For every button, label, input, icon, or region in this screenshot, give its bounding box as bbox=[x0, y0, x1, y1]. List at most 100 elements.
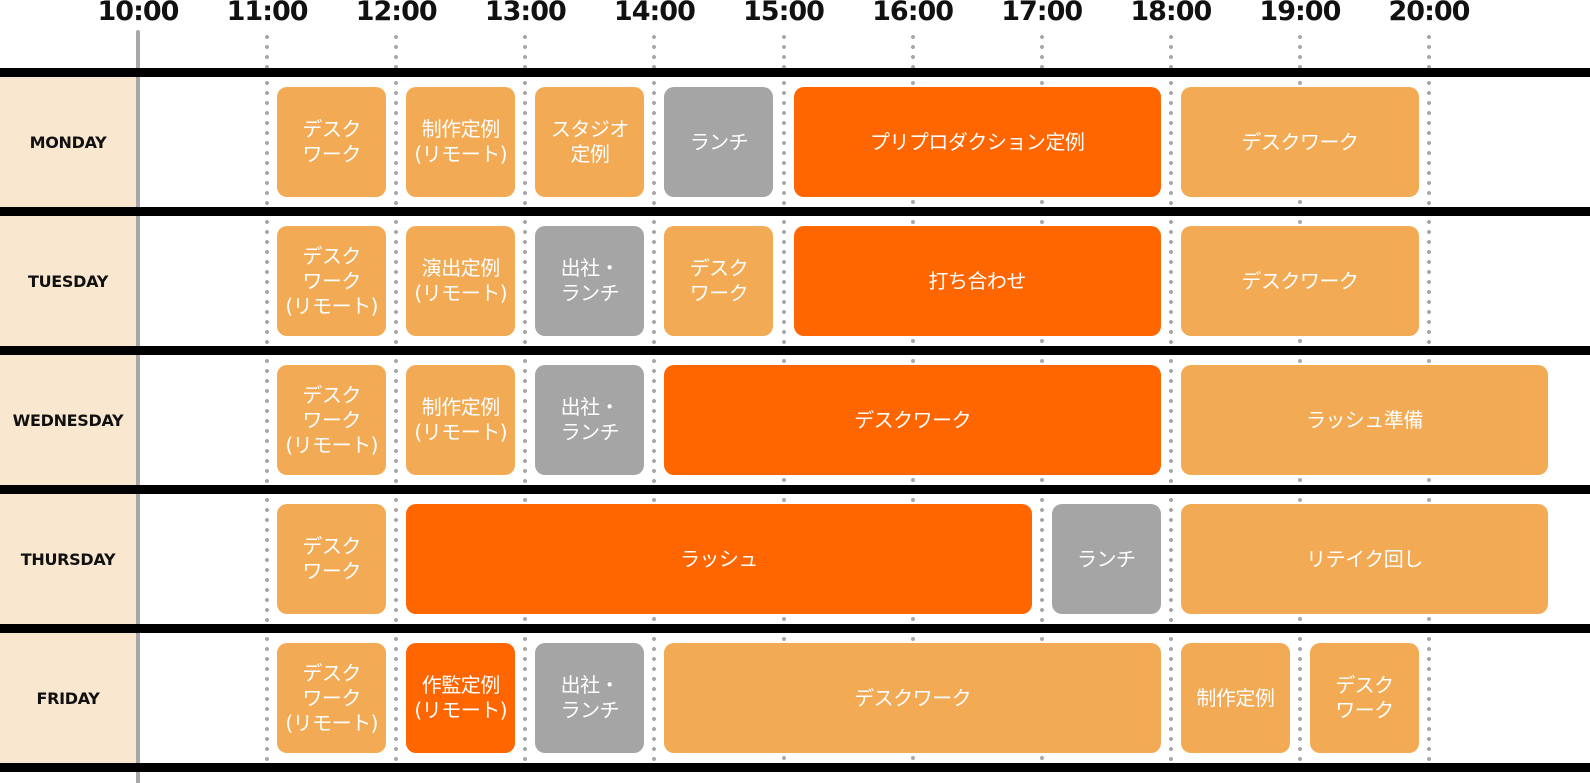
hour-gridline bbox=[652, 32, 657, 68]
schedule-block-work[interactable]: デスクワーク bbox=[664, 643, 1161, 753]
hour-grid-dot bbox=[1297, 617, 1302, 621]
time-label: 18:00 bbox=[1130, 0, 1212, 27]
day-label-cell: WEDNESDAY bbox=[0, 355, 136, 485]
hour-grid-dot bbox=[781, 359, 786, 363]
schedule-block-meeting[interactable]: ラッシュ bbox=[406, 504, 1032, 614]
schedule-block-work[interactable]: 制作定例 (リモート) bbox=[406, 87, 516, 197]
schedule-block-work[interactable]: 演出定例 (リモート) bbox=[406, 226, 516, 336]
schedule-block-work[interactable]: デスク ワーク bbox=[277, 87, 387, 197]
hour-gridline bbox=[652, 356, 657, 484]
hour-grid-dot bbox=[1039, 478, 1044, 482]
hour-gridline bbox=[1168, 32, 1173, 68]
row-separator bbox=[0, 346, 1590, 355]
hour-gridline bbox=[523, 356, 528, 484]
schedule-block-break[interactable]: ランチ bbox=[1051, 504, 1161, 614]
hour-grid-dot bbox=[1039, 339, 1044, 343]
hour-gridline bbox=[523, 634, 528, 762]
schedule-block-break[interactable]: 出社・ ランチ bbox=[535, 643, 645, 753]
schedule-block-work[interactable]: スタジオ 定例 bbox=[535, 87, 645, 197]
time-label: 11:00 bbox=[226, 0, 309, 27]
hour-gridline bbox=[1427, 32, 1431, 68]
schedule-block-work[interactable]: デスク ワーク bbox=[664, 226, 774, 336]
hour-grid-dot bbox=[1297, 478, 1302, 482]
hour-grid-dot bbox=[910, 478, 915, 482]
hour-grid-dot bbox=[781, 637, 786, 641]
hour-gridline bbox=[523, 32, 528, 68]
row-separator bbox=[0, 624, 1590, 633]
schedule-block-meeting[interactable]: デスクワーク bbox=[664, 365, 1161, 475]
hour-grid-dot bbox=[1427, 359, 1431, 363]
schedule-block-work[interactable]: 制作定例 bbox=[1180, 643, 1290, 753]
hour-grid-dot bbox=[910, 220, 915, 224]
hour-gridline bbox=[781, 217, 786, 345]
schedule-block-work[interactable]: リテイク回し bbox=[1180, 504, 1549, 614]
hour-grid-dot bbox=[910, 359, 915, 363]
hour-gridline bbox=[1039, 32, 1044, 68]
hour-gridline bbox=[1427, 217, 1431, 345]
schedule-block-meeting[interactable]: 作監定例 (リモート) bbox=[406, 643, 516, 753]
hour-gridline bbox=[1168, 495, 1173, 623]
hour-grid-dot bbox=[910, 637, 915, 641]
hour-grid-dot bbox=[652, 617, 657, 621]
hour-gridline bbox=[652, 78, 657, 206]
schedule-block-work[interactable]: デスクワーク bbox=[1180, 226, 1419, 336]
schedule-block-break[interactable]: 出社・ ランチ bbox=[535, 226, 645, 336]
day-label-cell: TUESDAY bbox=[0, 216, 136, 346]
hour-grid-dot bbox=[910, 498, 915, 502]
hour-grid-dot bbox=[1297, 81, 1302, 85]
hour-gridline bbox=[1297, 32, 1302, 68]
hour-gridline bbox=[781, 78, 786, 206]
hour-gridline bbox=[1168, 634, 1173, 762]
row-separator bbox=[0, 763, 1590, 772]
hour-grid-dot bbox=[1039, 81, 1044, 85]
day-label: MONDAY bbox=[29, 132, 107, 152]
schedule-block-work[interactable]: デスク ワーク bbox=[277, 504, 387, 614]
time-label: 10:00 bbox=[97, 0, 180, 27]
hour-gridline bbox=[394, 217, 399, 345]
hour-grid-dot bbox=[781, 478, 786, 482]
hour-grid-dot bbox=[1297, 339, 1302, 343]
hour-grid-dot bbox=[910, 81, 915, 85]
schedule-block-work[interactable]: デスクワーク bbox=[1180, 87, 1419, 197]
time-label: 20:00 bbox=[1388, 0, 1471, 27]
hour-gridline bbox=[523, 78, 528, 206]
schedule-block-work[interactable]: デスク ワーク bbox=[1309, 643, 1419, 753]
schedule-block-work[interactable]: デスク ワーク (リモート) bbox=[277, 226, 387, 336]
hour-gridline bbox=[1168, 217, 1173, 345]
hour-gridline bbox=[523, 217, 528, 345]
hour-grid-dot bbox=[781, 498, 786, 502]
day-label-cell: THURSDAY bbox=[0, 494, 136, 624]
hour-gridline bbox=[1427, 78, 1431, 206]
time-label: 15:00 bbox=[743, 0, 825, 27]
schedule-block-meeting[interactable]: 打ち合わせ bbox=[793, 226, 1161, 336]
hour-gridline bbox=[1427, 634, 1431, 762]
hour-gridline bbox=[1168, 78, 1173, 206]
hour-gridline bbox=[394, 634, 399, 762]
hour-gridline bbox=[910, 32, 915, 68]
hour-grid-dot bbox=[910, 756, 915, 760]
hour-grid-dot bbox=[1427, 478, 1431, 482]
hour-gridline bbox=[265, 32, 270, 68]
hour-grid-dot bbox=[1297, 220, 1302, 224]
hour-gridline bbox=[265, 356, 270, 484]
schedule-block-break[interactable]: ランチ bbox=[664, 87, 774, 197]
hour-gridline bbox=[265, 78, 270, 206]
row-separator bbox=[0, 485, 1590, 494]
schedule-block-work[interactable]: 制作定例 (リモート) bbox=[406, 365, 516, 475]
hour-gridline bbox=[394, 356, 399, 484]
day-label-cell: MONDAY bbox=[0, 77, 136, 207]
hour-gridline bbox=[1039, 495, 1044, 623]
time-label: 14:00 bbox=[613, 0, 696, 27]
hour-grid-dot bbox=[1427, 498, 1431, 502]
schedule-block-work[interactable]: ラッシュ準備 bbox=[1180, 365, 1549, 475]
schedule-block-break[interactable]: 出社・ ランチ bbox=[535, 365, 645, 475]
hour-gridline bbox=[1168, 356, 1173, 484]
schedule-block-work[interactable]: デスク ワーク (リモート) bbox=[277, 643, 387, 753]
schedule-block-work[interactable]: デスク ワーク (リモート) bbox=[277, 365, 387, 475]
hour-grid-dot bbox=[1039, 359, 1044, 363]
hour-gridline bbox=[394, 32, 399, 68]
day-label-cell: FRIDAY bbox=[0, 633, 136, 763]
hour-grid-dot bbox=[652, 498, 657, 502]
schedule-block-meeting[interactable]: プリプロダクション定例 bbox=[793, 87, 1161, 197]
